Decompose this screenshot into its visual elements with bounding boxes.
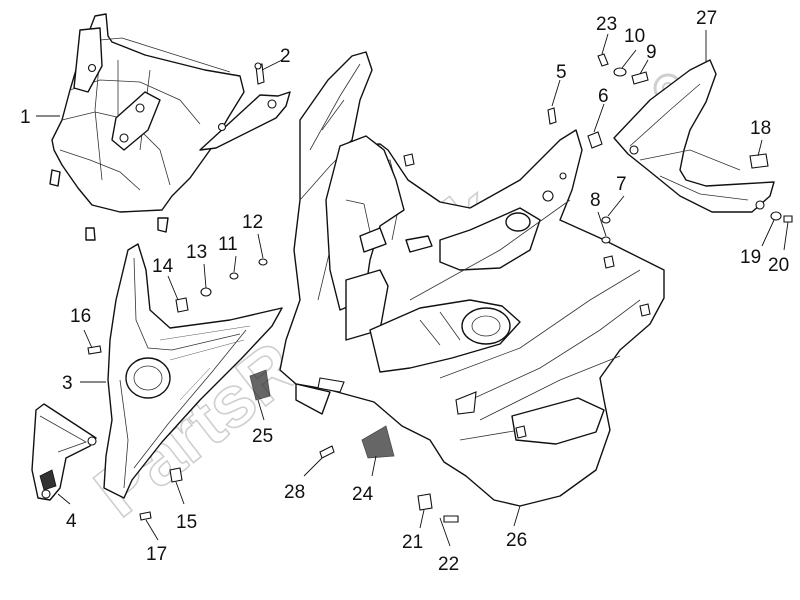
callout-17: 17 [146, 544, 167, 565]
part-5-screw [547, 107, 557, 125]
callout-14: 14 [152, 256, 174, 277]
part-13-washer [200, 287, 212, 297]
part-19-nut [770, 211, 782, 221]
callout-8: 8 [590, 190, 601, 211]
callout-20: 20 [768, 255, 789, 276]
callout-3: 3 [62, 373, 73, 394]
leader-lines [36, 30, 789, 547]
callout-13: 13 [186, 242, 207, 263]
part-27-upper-panel [613, 59, 775, 213]
part-3-side-panel [103, 243, 283, 499]
part-6-clip [587, 131, 603, 149]
part-8-ring [601, 236, 611, 244]
callout-10: 10 [624, 26, 645, 47]
part-20-screw [783, 215, 793, 223]
callout-7: 7 [616, 174, 627, 195]
callout-22: 22 [438, 554, 459, 575]
callout-4: 4 [66, 511, 77, 532]
part-25-grille [249, 369, 271, 401]
callout-2: 2 [280, 46, 291, 67]
callout-19: 19 [740, 247, 761, 268]
part-1-windshield [49, 13, 291, 241]
callout-18: 18 [750, 118, 771, 139]
part-12-ring [258, 258, 268, 266]
part-4-bracket [31, 403, 97, 501]
part-9-plug [631, 71, 649, 85]
callout-16: 16 [70, 306, 91, 327]
part-26-leg-shield [279, 51, 665, 507]
callout-5: 5 [556, 62, 567, 83]
part-11-nut [229, 272, 239, 280]
part-21-clip [417, 493, 433, 511]
callout-15: 15 [176, 512, 197, 533]
part-2-screw [254, 62, 265, 85]
part-24-grille [361, 425, 395, 459]
part-16-screw [87, 345, 102, 355]
callout-27: 27 [696, 8, 717, 29]
callout-21: 21 [402, 532, 423, 553]
part-17-screw [139, 511, 152, 521]
part-28-screw [319, 445, 335, 459]
part-14-clip [175, 297, 189, 313]
part-22-screw [443, 515, 459, 523]
part-23-screw [597, 53, 609, 67]
callout-28: 28 [284, 482, 305, 503]
callout-24: 24 [352, 484, 374, 505]
part-18-clip [749, 153, 769, 169]
part-7-nut [601, 216, 611, 224]
callout-26: 26 [506, 530, 527, 551]
callout-labels: 1 2 3 4 5 6 7 8 9 10 11 12 13 14 15 16 1… [20, 8, 789, 575]
part-10-washer [613, 67, 627, 77]
callout-6: 6 [598, 86, 609, 107]
callout-1: 1 [20, 107, 31, 128]
callout-23: 23 [596, 14, 617, 35]
callout-11: 11 [218, 234, 238, 255]
callout-9: 9 [646, 42, 657, 63]
part-15-clip [169, 467, 183, 483]
callout-12: 12 [242, 212, 263, 233]
callout-25: 25 [252, 426, 273, 447]
